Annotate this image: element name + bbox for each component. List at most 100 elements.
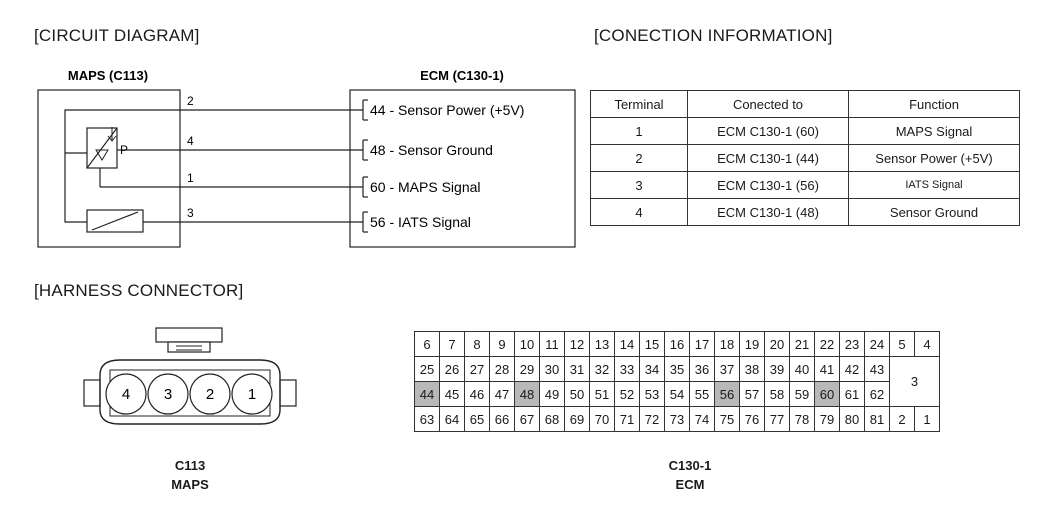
ecm-pin-cell: 74 xyxy=(689,406,715,432)
ecm-pin-cell: 58 xyxy=(764,381,790,407)
ecm-pin-cell: 9 xyxy=(489,331,515,357)
cell-function: Sensor Ground xyxy=(848,198,1020,226)
ecm-pin-cell: 20 xyxy=(764,331,790,357)
header-terminal: Terminal xyxy=(590,90,688,118)
ecm-pin-cell: 30 xyxy=(539,356,565,382)
ecm-pin-cell: 65 xyxy=(464,406,490,432)
sensor-letter: P xyxy=(120,143,128,157)
ecm-pin-cell: 66 xyxy=(489,406,515,432)
cell-function: Sensor Power (+5V) xyxy=(848,144,1020,172)
ecm-pin-cell: 18 xyxy=(714,331,740,357)
ecm-pin-cell: 68 xyxy=(539,406,565,432)
ecm-pin-cell: 10 xyxy=(514,331,540,357)
c113-caption-line: C113 xyxy=(174,458,206,473)
ecm-pin-cell: 61 xyxy=(839,381,865,407)
pin-circle xyxy=(105,373,147,415)
ecm-pin-cell: 32 xyxy=(589,356,615,382)
ecm-pin-cell: 13 xyxy=(589,331,615,357)
table-row: 2 ECM C130-1 (44) Sensor Power (+5V) xyxy=(590,144,1020,172)
ecm-pin-cell: 81 xyxy=(864,406,890,432)
ecm-pin-cell: 72 xyxy=(639,406,665,432)
header-connected-to: Conected to xyxy=(687,90,849,118)
ecm-pin-cell: 31 xyxy=(564,356,590,382)
ecm-caption-line: ECM xyxy=(675,477,705,492)
ecm-pin-cell: 76 xyxy=(739,406,765,432)
cell-terminal: 3 xyxy=(590,171,688,199)
cell-terminal: 1 xyxy=(590,117,688,145)
ecm-pin-cell: 4 xyxy=(914,331,940,357)
ecm-pin-cell: 7 xyxy=(439,331,465,357)
ecm-caption: C130-1 ECM xyxy=(650,456,730,494)
cell-function: MAPS Signal xyxy=(848,117,1020,145)
ecm-pin-cell: 36 xyxy=(689,356,715,382)
ecm-pin-cell: 70 xyxy=(589,406,615,432)
ecm-pin-cell: 56 xyxy=(714,381,740,407)
circuit-diagram-heading: [CIRCUIT DIAGRAM] xyxy=(34,26,200,45)
cell-function: IATS Signal xyxy=(848,171,1020,199)
ecm-pin-label: 60 - MAPS Signal xyxy=(370,179,481,195)
ecm-pin-cell: 19 xyxy=(739,331,765,357)
ecm-pin-cell: 77 xyxy=(764,406,790,432)
ecm-caption-line: C130-1 xyxy=(668,458,712,473)
ecm-pin-cell: 1 xyxy=(914,406,940,432)
ecm-pin-cell: 6 xyxy=(414,331,440,357)
ecm-pin-cell: 14 xyxy=(614,331,640,357)
cell-connected: ECM C130-1 (44) xyxy=(687,144,849,172)
maps-title: MAPS (C113) xyxy=(68,68,148,83)
harness-connector-heading: [HARNESS CONNECTOR] xyxy=(34,281,244,300)
c113-pin-label: 2 xyxy=(206,386,214,403)
ecm-pin-cell: 11 xyxy=(539,331,565,357)
ecm-pin-cell: 38 xyxy=(739,356,765,382)
ecm-pin-cell: 75 xyxy=(714,406,740,432)
ecm-pin-cell: 22 xyxy=(814,331,840,357)
ecm-pin-cell: 78 xyxy=(789,406,815,432)
ecm-pin-cell: 23 xyxy=(839,331,865,357)
ecm-pin-cell: 40 xyxy=(789,356,815,382)
ecm-pin-label: 44 - Sensor Power (+5V) xyxy=(370,102,524,118)
ecm-pin-cell: 8 xyxy=(464,331,490,357)
ecm-pin-cell: 21 xyxy=(789,331,815,357)
cell-terminal: 2 xyxy=(590,144,688,172)
ecm-pin-cell: 73 xyxy=(664,406,690,432)
ecm-pin-cell: 15 xyxy=(639,331,665,357)
cell-connected: ECM C130-1 (56) xyxy=(687,171,849,199)
c113-caption-line: MAPS xyxy=(171,477,209,492)
c113-caption: C113 MAPS xyxy=(150,456,230,494)
ecm-pin-cell: 34 xyxy=(639,356,665,382)
ecm-pin-cell: 37 xyxy=(714,356,740,382)
ecm-pin-cell: 48 xyxy=(514,381,540,407)
ecm-pin-cell: 59 xyxy=(789,381,815,407)
ecm-pin-cell: 67 xyxy=(514,406,540,432)
ecm-pin-cell: 3 xyxy=(889,356,940,407)
ecm-pin-cell: 54 xyxy=(664,381,690,407)
ecm-pin-cell: 29 xyxy=(514,356,540,382)
ecm-pin-cell: 55 xyxy=(689,381,715,407)
circuit-diagram: MAPS (C113) ECM (C130-1) P 2 4 1 3 44 - … xyxy=(37,68,576,248)
pin-circle xyxy=(189,373,231,415)
c113-pin-label: 1 xyxy=(248,386,256,403)
pin-circle xyxy=(231,373,273,415)
cell-connected: ECM C130-1 (60) xyxy=(687,117,849,145)
ecm-pin-cell: 79 xyxy=(814,406,840,432)
ecm-pin-cell: 35 xyxy=(664,356,690,382)
connection-info-heading: [CONECTION INFORMATION] xyxy=(594,26,833,45)
ecm-pin-cell: 57 xyxy=(739,381,765,407)
maps-box xyxy=(37,89,181,248)
table-row: 1 ECM C130-1 (60) MAPS Signal xyxy=(590,117,1020,145)
ecm-pin-cell: 80 xyxy=(839,406,865,432)
ecm-pin-cell: 43 xyxy=(864,356,890,382)
pin-label: 3 xyxy=(187,206,194,220)
ecm-pin-cell: 44 xyxy=(414,381,440,407)
cell-connected: ECM C130-1 (48) xyxy=(687,198,849,226)
pin-label: 2 xyxy=(187,94,194,108)
header-function: Function xyxy=(848,90,1020,118)
ecm-pin-cell: 39 xyxy=(764,356,790,382)
ecm-pin-cell: 26 xyxy=(439,356,465,382)
ecm-pin-cell: 12 xyxy=(564,331,590,357)
cell-terminal: 4 xyxy=(590,198,688,226)
